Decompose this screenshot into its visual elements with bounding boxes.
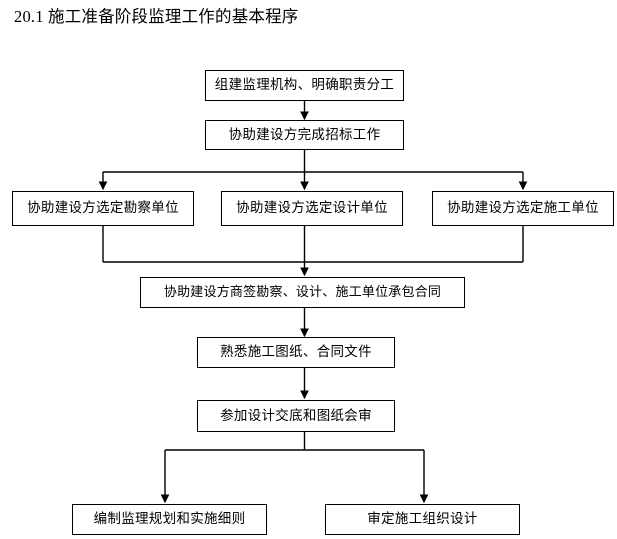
node-organize-supervision-body[interactable]: 组建监理机构、明确职责分工: [205, 70, 404, 101]
node-select-construction-unit[interactable]: 协助建设方选定施工单位: [432, 191, 614, 226]
node-select-design-unit[interactable]: 协助建设方选定设计单位: [221, 191, 403, 226]
node-attend-design-disclosure[interactable]: 参加设计交底和图纸会审: [197, 400, 395, 432]
node-prepare-supervision-plan[interactable]: 编制监理规划和实施细则: [72, 504, 267, 535]
node-negotiate-contracts[interactable]: 协助建设方商签勘察、设计、施工单位承包合同: [140, 277, 465, 308]
node-select-survey-unit[interactable]: 协助建设方选定勘察单位: [12, 191, 194, 226]
node-approve-construction-org-design[interactable]: 审定施工组织设计: [325, 504, 520, 535]
node-assist-bidding[interactable]: 协助建设方完成招标工作: [205, 120, 404, 150]
node-study-drawings-contracts[interactable]: 熟悉施工图纸、合同文件: [197, 337, 395, 368]
page-title: 20.1 施工准备阶段监理工作的基本程序: [14, 7, 299, 26]
